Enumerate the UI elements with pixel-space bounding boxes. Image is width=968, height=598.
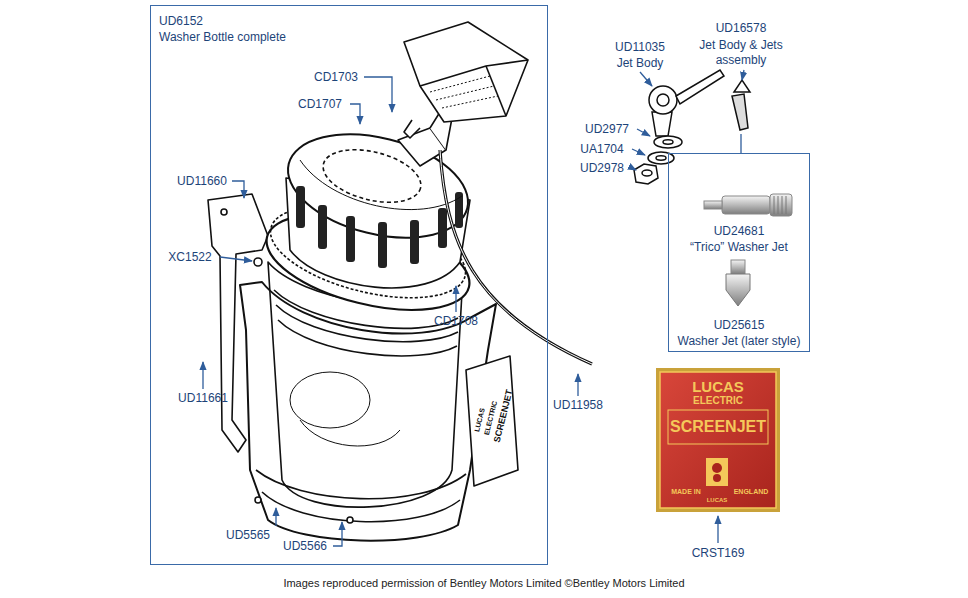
image-credit: Images reproduced permission of Bentley … xyxy=(283,576,684,590)
callout-label: XC1522 xyxy=(168,250,211,265)
part-name: “Trico” Washer Jet xyxy=(669,240,809,255)
later-jet-photo xyxy=(726,260,750,306)
callout-label: CD1703 xyxy=(314,70,358,85)
badge-text: MADE IN xyxy=(671,488,701,496)
badge-text: ELECTRIC xyxy=(693,395,743,407)
badge-text: ENGLAND xyxy=(734,488,769,496)
assembly-frame: UD6152Washer Bottle complete xyxy=(150,5,548,565)
part-number: UD6152 xyxy=(159,14,203,29)
jet-options-frame: UD24681“Trico” Washer JetUD25615Washer J… xyxy=(668,153,810,352)
callout-label: UD5566 xyxy=(283,539,327,554)
part-name: Washer Jet (later style) xyxy=(669,334,809,349)
callout-label: Jet Body xyxy=(617,56,664,71)
badge-text: SCREENJET xyxy=(670,418,766,436)
callout-label: UD11958 xyxy=(553,398,603,413)
callout-label: UD16578 xyxy=(716,21,767,36)
screw xyxy=(254,258,262,266)
washer-bottle-drawing xyxy=(208,22,592,541)
badge-text: LUCAS xyxy=(707,497,728,504)
jet-parts-drawing xyxy=(634,70,750,184)
callout-label: UD11661 xyxy=(178,391,228,406)
part-name: Washer Bottle complete xyxy=(159,30,286,45)
callout-label: Jet Body & Jets assembly xyxy=(691,38,791,68)
callout-label: UA1704 xyxy=(580,142,623,157)
part-number: UD25615 xyxy=(669,318,809,333)
callout-label: UD11035 xyxy=(615,40,665,55)
trico-jet-photo xyxy=(704,194,792,216)
leader-lines xyxy=(203,70,744,546)
screenjet-badge xyxy=(656,368,780,512)
callout-label: CRST169 xyxy=(692,546,745,561)
part-number: UD24681 xyxy=(669,224,809,239)
callout-label: UD5565 xyxy=(226,528,270,543)
callout-label: UD2977 xyxy=(585,122,629,137)
callout-label: CD1707 xyxy=(298,97,342,112)
badge-text: LUCAS xyxy=(692,378,744,395)
callout-label: CD1708 xyxy=(434,314,478,329)
callout-label: UD2978 xyxy=(580,161,624,176)
callout-label: UD11660 xyxy=(177,174,227,189)
